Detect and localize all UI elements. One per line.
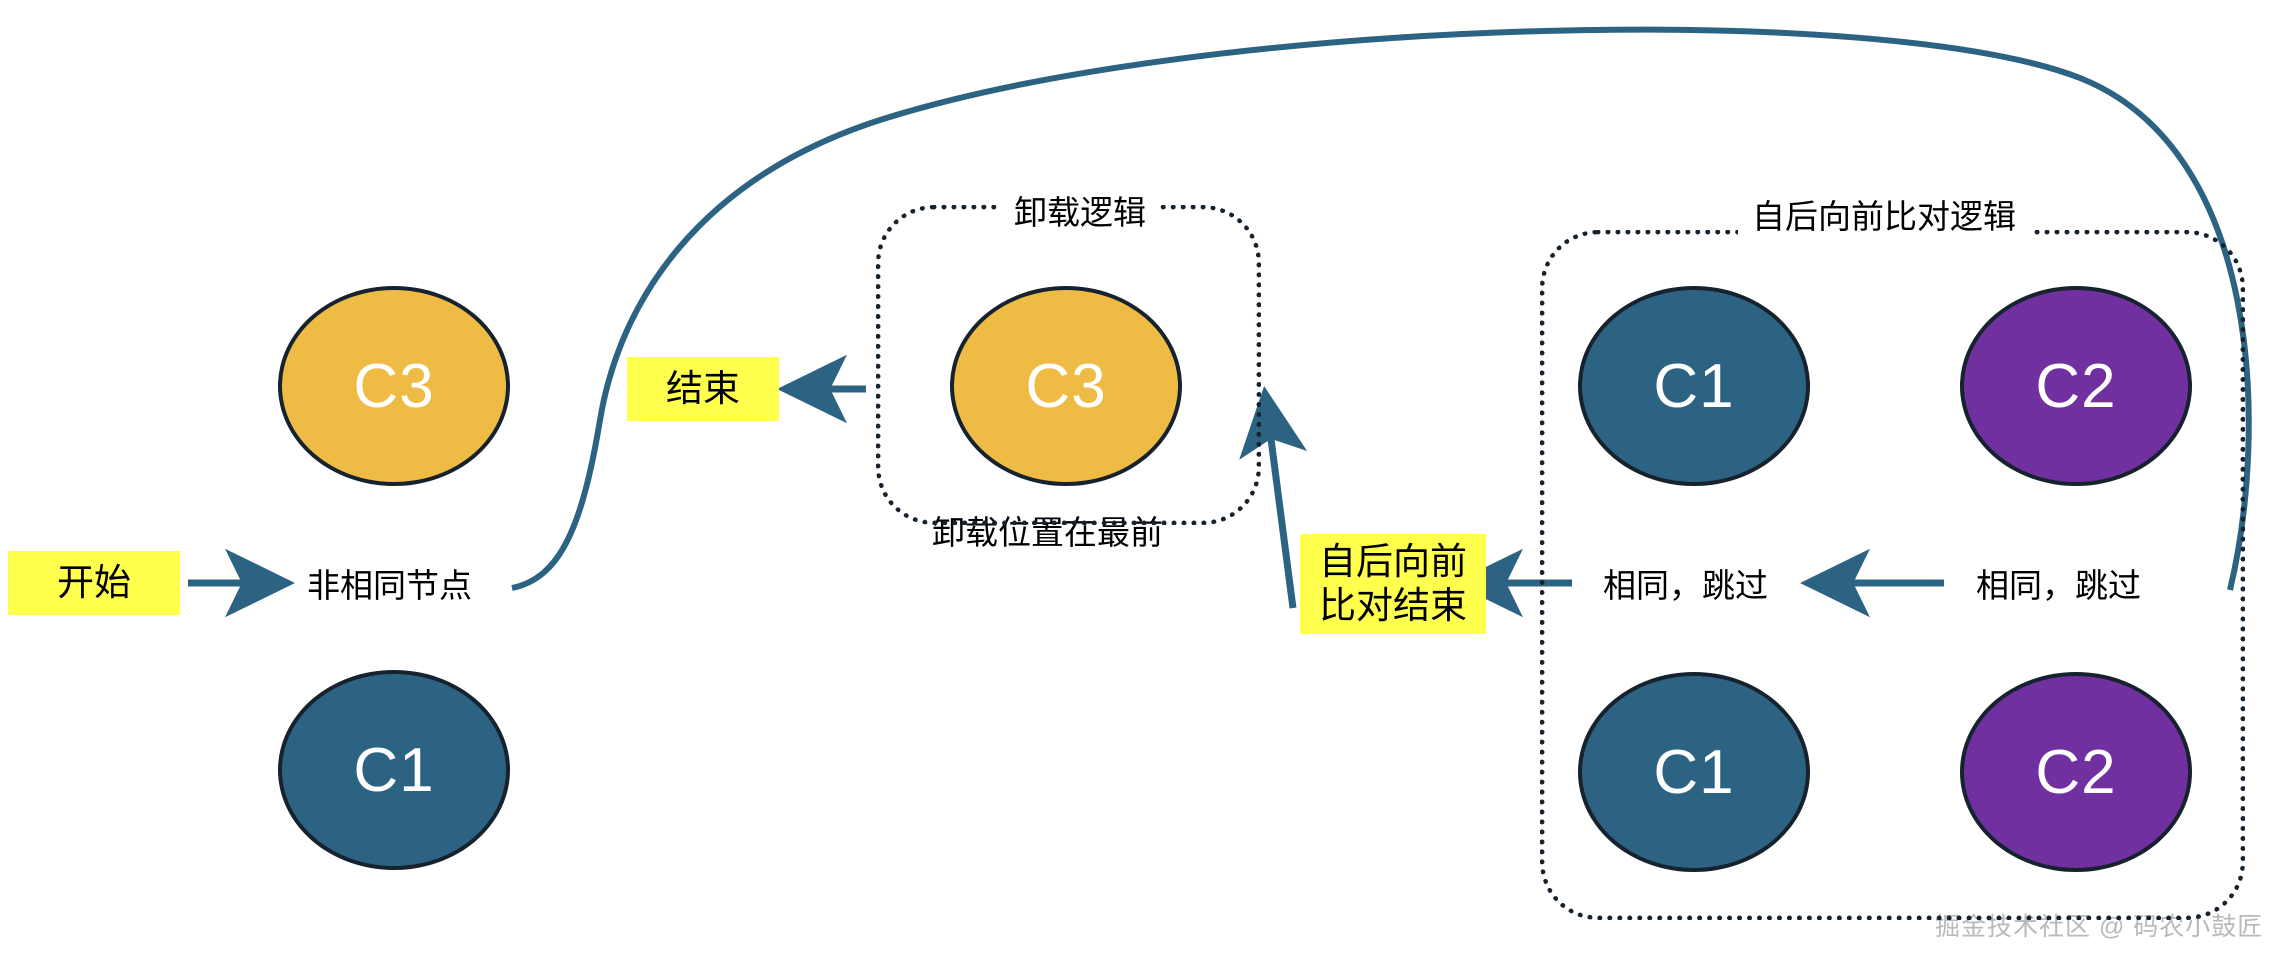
highlight-end[interactable]: 结束 xyxy=(627,357,779,421)
highlight-start[interactable]: 开始 xyxy=(8,551,180,615)
node-label: C2 xyxy=(2035,737,2117,807)
node-c3-left[interactable]: C3 xyxy=(278,286,510,486)
group-unload-logic-title: 卸载逻辑 xyxy=(1000,186,1160,234)
label-same-skip-inner: 相同，跳过 xyxy=(1603,567,1768,604)
node-c3-unload[interactable]: C3 xyxy=(950,286,1182,486)
node-c2-bot-right[interactable]: C2 xyxy=(1960,672,2192,872)
node-label: C1 xyxy=(353,735,435,805)
label-not-same-node: 非相同节点 xyxy=(307,567,472,604)
group-compare-logic-title: 自后向前比对逻辑 xyxy=(1738,190,2030,238)
node-c2-top-right[interactable]: C2 xyxy=(1960,286,2192,486)
node-label: C2 xyxy=(2035,351,2117,421)
group-compare-logic-box xyxy=(1540,230,2245,920)
node-label: C3 xyxy=(1025,351,1107,421)
node-label: C1 xyxy=(1653,351,1735,421)
arrow-compare-done-to-unload xyxy=(1239,386,1308,609)
node-label: C3 xyxy=(353,351,435,421)
node-label: C1 xyxy=(1653,737,1735,807)
label-same-skip-outer: 相同，跳过 xyxy=(1976,567,2141,604)
group-unload-logic-box xyxy=(876,205,1261,525)
node-c1-bot-right[interactable]: C1 xyxy=(1578,672,1810,872)
highlight-compare-done[interactable]: 自后向前 比对结束 xyxy=(1300,534,1486,634)
node-c1-top-right[interactable]: C1 xyxy=(1578,286,1810,486)
node-c1-left[interactable]: C1 xyxy=(278,670,510,870)
